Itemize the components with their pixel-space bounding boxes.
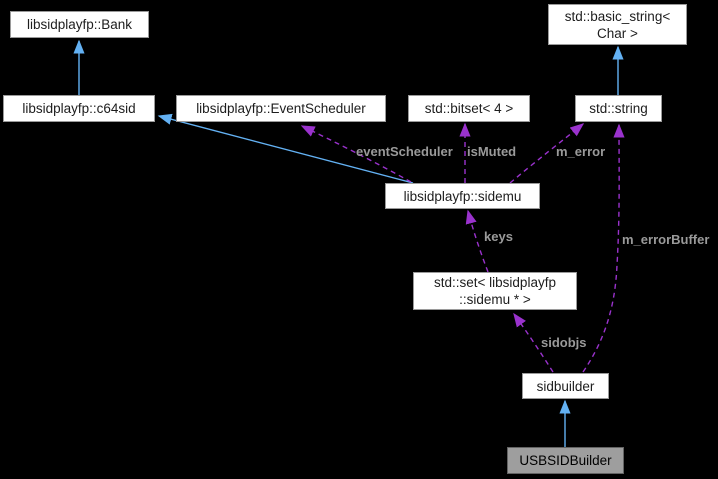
edge-label-sidobjs: sidobjs — [541, 335, 587, 350]
edge-sidbuilder-to-set-sidobjs — [513, 312, 554, 373]
edge-label-m-error: m_error — [556, 144, 606, 159]
edge-sidemu-to-c64sid — [157, 113, 414, 184]
edge-label-ismuted: isMuted — [467, 144, 517, 159]
node-libsidplayfp-sidemu[interactable]: libsidplayfp::sidemu — [385, 183, 540, 209]
node-libsidplayfp-bank[interactable]: libsidplayfp::Bank — [10, 11, 149, 38]
node-sidbuilder[interactable]: sidbuilder — [522, 373, 609, 399]
edge-label-m-errorbuffer: m_errorBuffer — [622, 232, 710, 247]
edge-sidemu-to-string-m-error — [509, 123, 585, 184]
node-libsidplayfp-eventscheduler[interactable]: libsidplayfp::EventScheduler — [176, 95, 386, 122]
node-std-bitset[interactable]: std::bitset< 4 > — [408, 95, 530, 122]
edge-label-keys: keys — [484, 229, 513, 244]
edge-sidbuilder-to-string-m-errorbuffer — [582, 123, 625, 373]
node-std-set-sidemu[interactable]: std::set< libsidplayfp ::sidemu * > — [413, 272, 577, 310]
edge-label-eventscheduler: eventScheduler — [356, 144, 453, 159]
edge-sidemu-to-eventscheduler — [300, 125, 412, 183]
node-std-basic-string[interactable]: std::basic_string< Char > — [548, 4, 687, 45]
edge-set-to-sidemu-keys — [465, 209, 489, 273]
node-std-string[interactable]: std::string — [575, 95, 662, 122]
node-libsidplayfp-c64sid[interactable]: libsidplayfp::c64sid — [3, 95, 155, 122]
node-usbsidbuilder-current: USBSIDBuilder — [507, 447, 624, 474]
